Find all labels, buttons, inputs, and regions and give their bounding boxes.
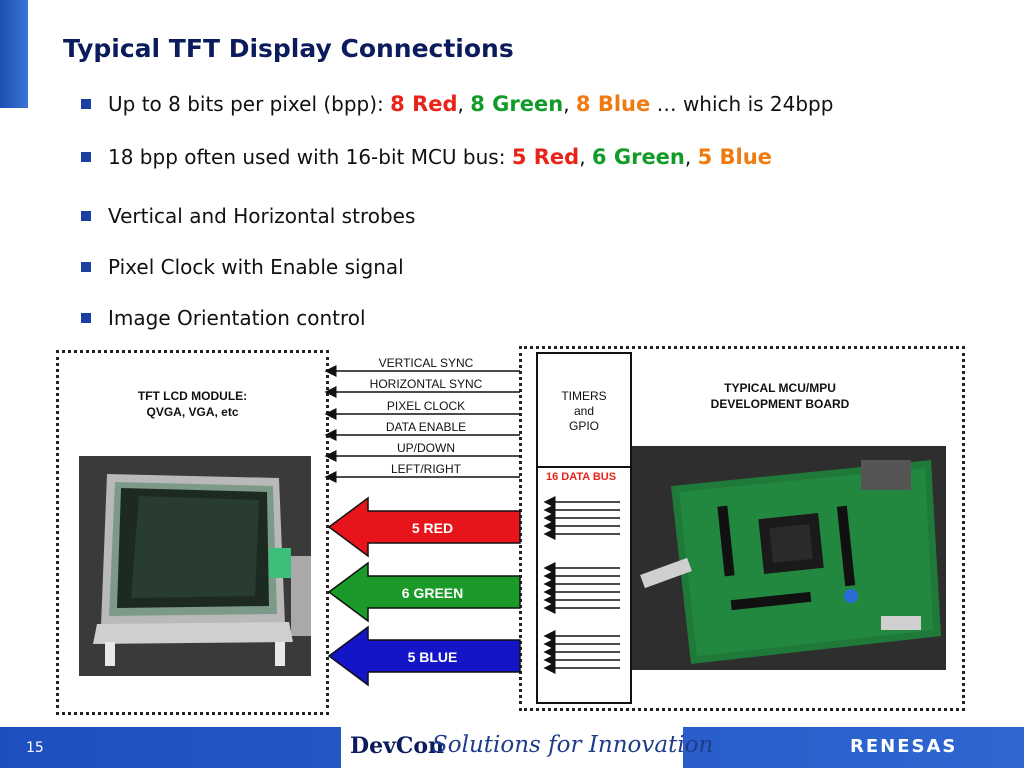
lcd-module-label-line2: QVGA, VGA, etc [146, 405, 239, 419]
separator: , [457, 92, 471, 116]
signal-label-pixel-clock: PIXEL CLOCK [386, 399, 466, 413]
green-arrow [327, 561, 521, 623]
page-number: 15 [26, 740, 44, 756]
bullet-bpp: Up to 8 bits per pixel (bpp): 8 Red, 8 G… [81, 92, 833, 116]
separator: , [684, 145, 698, 169]
bullet-square-icon [81, 99, 91, 109]
green-bits: 6 Green [591, 145, 685, 169]
bullet-pixel-clock: Pixel Clock with Enable signal [81, 255, 404, 279]
bullet-text: Image Orientation control [108, 306, 366, 330]
renesas-logo: RENESAS [850, 736, 958, 757]
timers-gpio-label: TIMERS and GPIO [536, 389, 632, 434]
bullet-square-icon [81, 211, 91, 221]
blue-bits: 8 Blue [575, 92, 651, 116]
data-bus-label: 16 DATA BUS [546, 471, 617, 483]
bullet-square-icon [81, 313, 91, 323]
signal-arrows [324, 365, 520, 483]
footer-tagline: Solutions for Innovation [432, 732, 714, 758]
board-label-line1: TYPICAL MCU/MPU [724, 381, 836, 395]
data-bus-lines [543, 496, 620, 674]
bullet-text: Pixel Clock with Enable signal [108, 255, 404, 279]
board-label-line2: DEVELOPMENT BOARD [710, 397, 850, 411]
bullet-text: Vertical and Horizontal strobes [108, 204, 416, 228]
bullet-text: 18 bpp often used with 16-bit MCU bus: [108, 145, 512, 169]
bullet-square-icon [81, 262, 91, 272]
green-bits: 8 Green [470, 92, 564, 116]
blue-bits: 5 Blue [697, 145, 772, 169]
footer-center-panel [341, 727, 683, 768]
red-bits: 5 Red [511, 145, 580, 169]
lcd-module-label: TFT LCD MODULE: QVGA, VGA, etc [56, 388, 329, 420]
separator: , [563, 92, 576, 116]
red-bits: 8 Red [390, 92, 458, 116]
timers-line2: and [573, 404, 595, 418]
mcu-board-photo [631, 446, 946, 670]
bullet-text: Up to 8 bits per pixel (bpp): [108, 92, 391, 116]
blue-arrow-label: 5 BLUE [407, 649, 458, 665]
board-photo-icon [631, 446, 946, 670]
bullet-strobes: Vertical and Horizontal strobes [81, 204, 415, 228]
lcd-module-box [56, 350, 329, 715]
devcon-logo: DevCon [350, 733, 445, 759]
separator: , [579, 145, 592, 169]
blue-arrow [327, 625, 521, 687]
bullet-18bpp: 18 bpp often used with 16-bit MCU bus: 5… [81, 145, 772, 169]
bullet-orientation: Image Orientation control [81, 306, 366, 330]
timers-line1: TIMERS [561, 389, 607, 403]
slide-title: Typical TFT Display Connections [63, 34, 514, 63]
timers-line3: GPIO [568, 419, 599, 433]
signal-label-left-right: LEFT/RIGHT [390, 462, 461, 476]
timers-divider [536, 466, 632, 468]
signal-label-vsync: VERTICAL SYNC [378, 356, 474, 370]
lcd-photo-icon [79, 456, 311, 676]
signal-label-data-enable: DATA ENABLE [385, 420, 467, 434]
board-label: TYPICAL MCU/MPU DEVELOPMENT BOARD [660, 380, 900, 412]
lcd-module-photo [79, 456, 311, 676]
left-accent-bar [0, 0, 28, 108]
bullet-suffix: … which is 24bpp [650, 92, 834, 116]
red-arrow [327, 496, 521, 558]
signal-label-up-down: UP/DOWN [397, 441, 455, 455]
green-arrow-label: 6 GREEN [401, 585, 464, 601]
bullet-square-icon [81, 152, 91, 162]
color-arrows [327, 496, 521, 687]
signal-label-hsync: HORIZONTAL SYNC [369, 377, 483, 391]
lcd-module-label-line1: TFT LCD MODULE: [137, 389, 248, 403]
red-arrow-label: 5 RED [411, 520, 454, 536]
